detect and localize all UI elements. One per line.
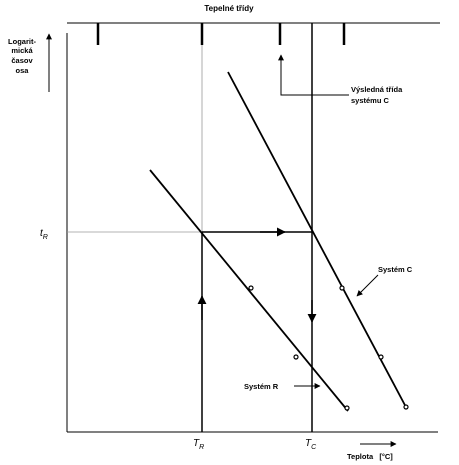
system-r-point — [248, 285, 254, 291]
system-c-label: Systém C — [378, 265, 413, 274]
y-axis-label-line: osa — [16, 66, 30, 75]
thermal-class-ticks — [96, 23, 346, 45]
system-c-points — [339, 285, 409, 410]
y-axis-label-line: časov — [11, 56, 33, 65]
T-r-axis-label: TR — [193, 438, 204, 451]
result-class-label-line-2: systému C — [351, 96, 390, 105]
system-r-points — [248, 285, 350, 411]
system-c-point — [403, 404, 409, 410]
system-r-point — [293, 354, 299, 360]
system-c-point — [378, 354, 384, 360]
y-axis-label-line: Logarit- — [8, 37, 36, 46]
system-r-line — [149, 169, 349, 412]
t-r-label: tR — [40, 228, 48, 241]
system-c-label-arrow — [356, 274, 379, 297]
y-axis-label: Logarit- mická časov osa — [8, 37, 36, 75]
system-c-point — [339, 285, 345, 291]
system-r-label: Systém R — [244, 382, 279, 391]
T-c-axis-label: TC — [305, 438, 317, 451]
system-c-line — [227, 71, 408, 410]
diagram-title: Tepelné třídy — [204, 4, 254, 13]
result-class-label-line-1: Výsledná třída — [351, 85, 403, 94]
y-axis-label-line: mická — [11, 46, 33, 55]
result-class-callout-line — [278, 54, 349, 96]
system-r-point — [344, 405, 350, 411]
x-axis-label: Teplota [°C] — [347, 452, 393, 461]
